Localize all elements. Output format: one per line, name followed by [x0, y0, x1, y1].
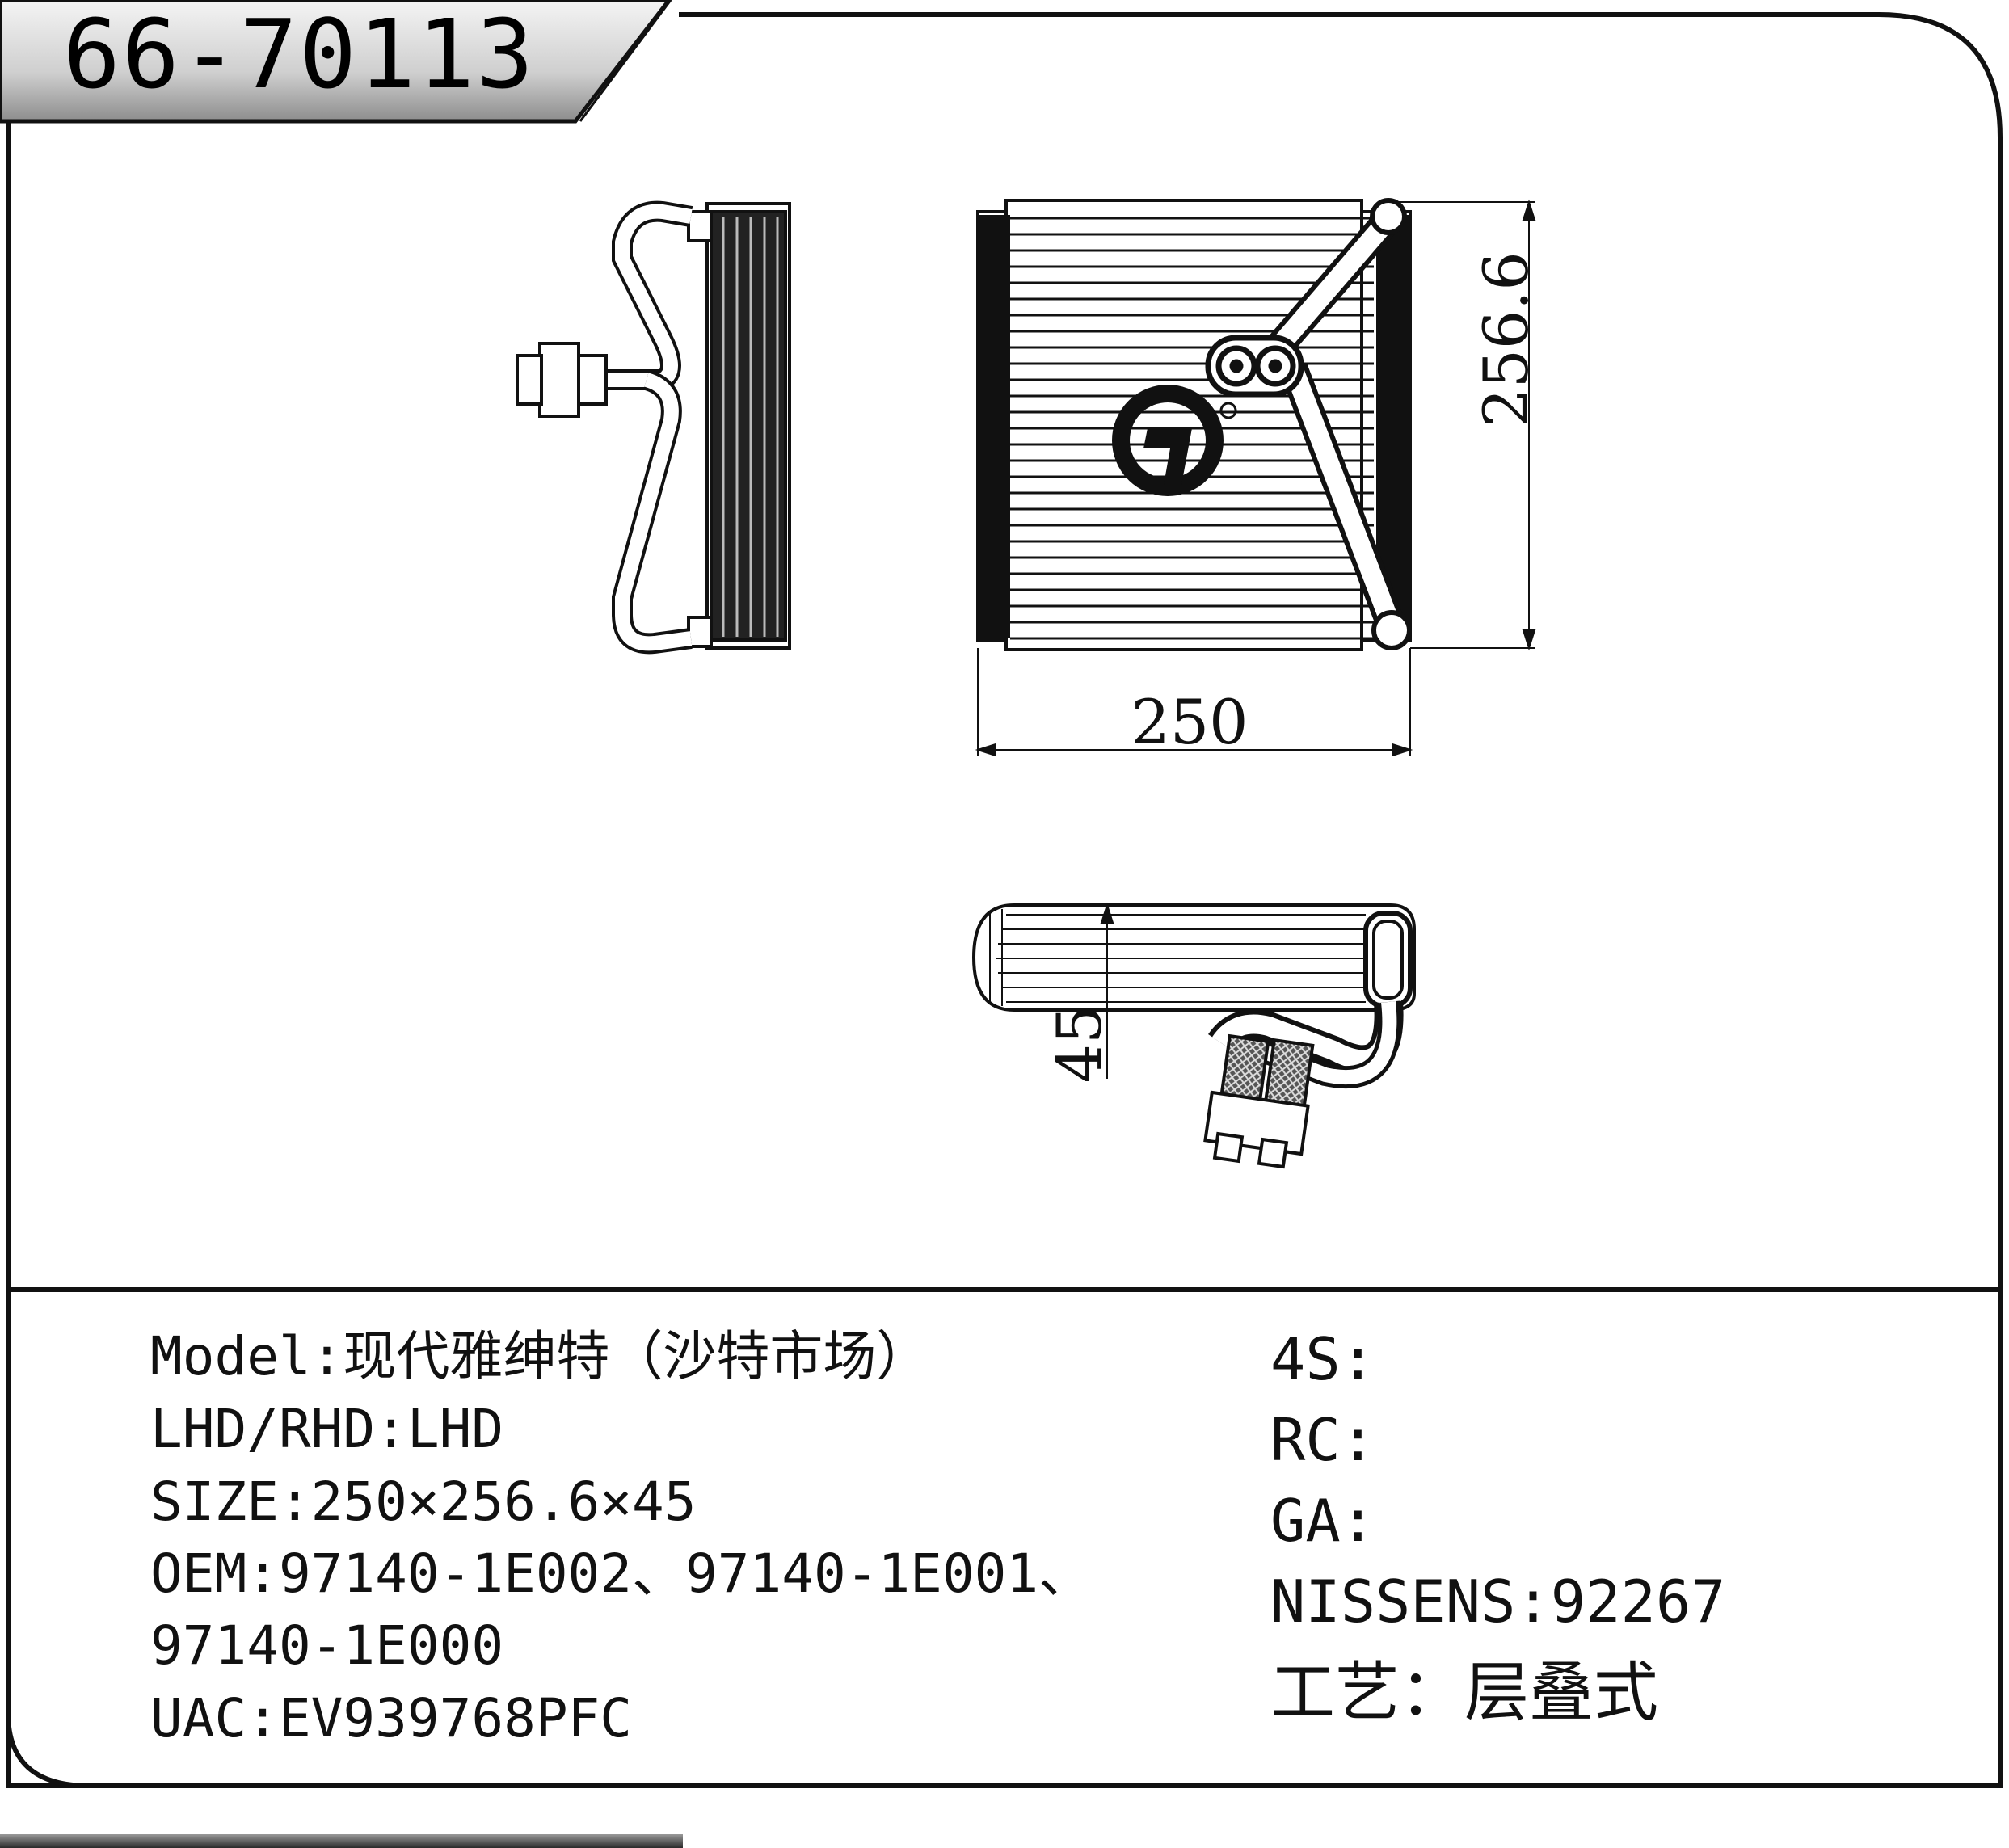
height-dimension: 256.6 — [1470, 251, 1542, 427]
footer-bar — [0, 1834, 683, 1848]
process-spec: 工艺：层叠式 — [1270, 1655, 1658, 1730]
oem-spec-line-2: 97140-1E000 — [150, 1614, 504, 1677]
top-view — [971, 903, 1416, 1169]
rc-spec: RC: — [1270, 1406, 1376, 1474]
part-number-tag — [0, 0, 672, 124]
depth-dimension: 45 — [1043, 1005, 1115, 1084]
uac-spec: UAC:EV939768PFC — [150, 1687, 633, 1749]
4s-spec: 4S: — [1270, 1325, 1376, 1393]
nissens-spec: NISSENS:92267 — [1270, 1568, 1726, 1635]
side-view — [516, 200, 791, 655]
front-dimensions — [975, 199, 1536, 757]
part-number: 66-70113 — [63, 0, 536, 110]
size-spec: SIZE:250×256.6×45 — [150, 1471, 697, 1533]
drive-spec: LHD/RHD:LHD — [150, 1398, 504, 1460]
model-spec: Model:现代雅绅特（沙特市场） — [150, 1325, 930, 1387]
ga-spec: GA: — [1270, 1487, 1376, 1555]
brand-logo — [1112, 385, 1237, 496]
outer-frame — [6, 12, 2003, 1788]
oem-spec-line-1: OEM:97140-1E002、97140-1E001、 — [150, 1543, 1093, 1605]
left-bottom-corner — [6, 1656, 90, 1788]
width-dimension: 250 — [1131, 686, 1248, 758]
depth-dimension-lines — [1100, 902, 1114, 1079]
front-pipes — [1205, 198, 1412, 650]
